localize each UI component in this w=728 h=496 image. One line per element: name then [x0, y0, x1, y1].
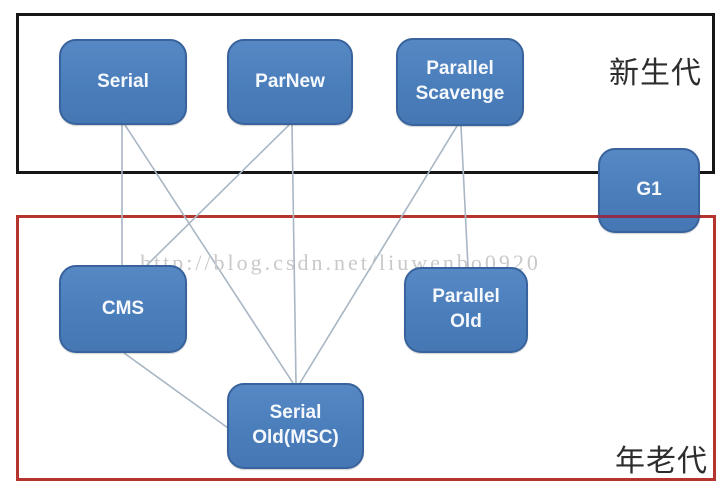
edge-cms-sold: [123, 352, 229, 429]
edge-pscav-pold: [460, 125, 469, 268]
node-parallel-old-label: Parallel Old: [432, 286, 500, 332]
old-gen-border-over-g1: [597, 215, 701, 218]
young-generation-region: [16, 13, 715, 174]
old-generation-region: [16, 215, 716, 481]
node-g1: G1: [598, 148, 700, 233]
node-cms: CMS: [59, 265, 187, 353]
edge-parnew-cms: [146, 124, 290, 266]
node-parallel-old: Parallel Old: [404, 267, 528, 353]
node-serial-old-msc-label: Serial Old(MSC): [252, 402, 339, 448]
old-generation-label: 年老代: [615, 445, 708, 478]
edge-parnew-sold: [291, 124, 297, 384]
node-cms-label: CMS: [101, 297, 145, 319]
node-g1-label: G1: [636, 179, 662, 201]
node-parallel-scavenge: Parallel Scavenge: [396, 38, 524, 126]
node-parallel-scavenge-label: Parallel Scavenge: [415, 58, 505, 104]
node-parnew: ParNew: [227, 39, 353, 125]
edge-pscav-sold: [299, 125, 458, 384]
node-serial-label: Serial: [97, 70, 149, 92]
young-generation-label: 新生代: [609, 57, 702, 90]
node-serial: Serial: [59, 39, 187, 125]
node-parnew-label: ParNew: [255, 70, 325, 92]
node-serial-old-msc: Serial Old(MSC): [227, 383, 364, 469]
edge-serial-sold: [124, 124, 294, 384]
